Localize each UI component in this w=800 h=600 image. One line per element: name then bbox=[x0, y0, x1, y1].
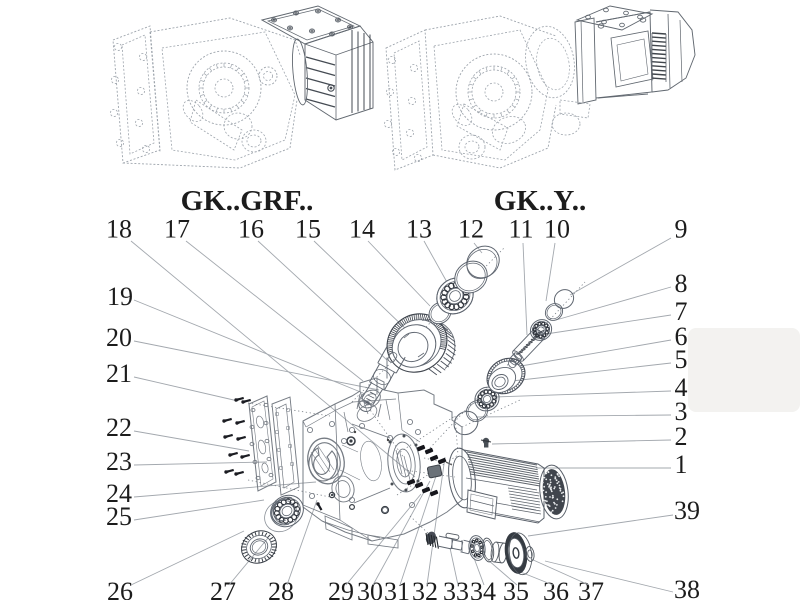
svg-text:11: 11 bbox=[508, 215, 533, 244]
svg-text:31: 31 bbox=[384, 577, 410, 600]
svg-text:GK..GRF..: GK..GRF.. bbox=[181, 185, 314, 217]
svg-text:9: 9 bbox=[675, 215, 688, 244]
svg-text:24: 24 bbox=[106, 479, 132, 508]
svg-text:26: 26 bbox=[107, 577, 133, 600]
svg-text:17: 17 bbox=[164, 215, 190, 244]
svg-text:GK..Y..: GK..Y.. bbox=[494, 185, 586, 217]
svg-text:30: 30 bbox=[357, 577, 383, 600]
svg-text:22: 22 bbox=[106, 413, 132, 442]
svg-text:3: 3 bbox=[675, 397, 688, 426]
svg-text:34: 34 bbox=[470, 577, 496, 600]
svg-text:15: 15 bbox=[295, 215, 321, 244]
svg-text:6: 6 bbox=[675, 322, 688, 351]
svg-text:13: 13 bbox=[406, 215, 432, 244]
svg-text:37: 37 bbox=[578, 577, 604, 600]
svg-text:16: 16 bbox=[238, 215, 264, 244]
svg-text:10: 10 bbox=[544, 215, 570, 244]
svg-text:33: 33 bbox=[443, 577, 469, 600]
svg-text:21: 21 bbox=[106, 359, 132, 388]
svg-text:7: 7 bbox=[675, 297, 688, 326]
svg-text:2: 2 bbox=[675, 422, 688, 451]
svg-text:5: 5 bbox=[675, 345, 688, 374]
svg-text:27: 27 bbox=[210, 577, 236, 600]
svg-text:18: 18 bbox=[106, 215, 132, 244]
svg-text:32: 32 bbox=[412, 577, 438, 600]
svg-text:4: 4 bbox=[675, 373, 688, 402]
svg-text:39: 39 bbox=[674, 496, 700, 525]
svg-text:19: 19 bbox=[107, 282, 133, 311]
svg-text:12: 12 bbox=[458, 215, 484, 244]
svg-text:36: 36 bbox=[543, 577, 569, 600]
svg-text:23: 23 bbox=[106, 447, 132, 476]
svg-text:8: 8 bbox=[675, 269, 688, 298]
svg-text:20: 20 bbox=[106, 323, 132, 352]
svg-text:25: 25 bbox=[106, 502, 132, 531]
svg-text:35: 35 bbox=[503, 577, 529, 600]
svg-text:28: 28 bbox=[268, 577, 294, 600]
svg-text:1: 1 bbox=[675, 450, 688, 479]
svg-text:38: 38 bbox=[674, 575, 700, 600]
svg-text:14: 14 bbox=[349, 215, 375, 244]
